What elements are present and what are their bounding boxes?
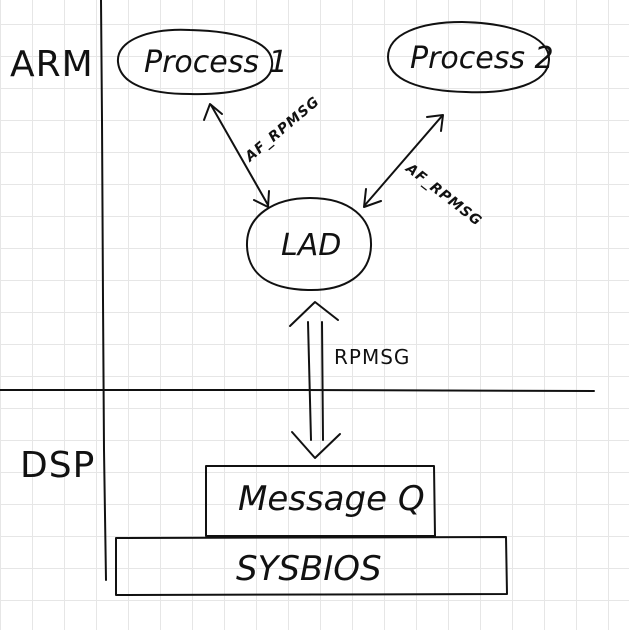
edge-label-rpmsg: RPMSG bbox=[334, 345, 410, 369]
process1-ellipse bbox=[116, 28, 274, 96]
process1-label: Process 1 bbox=[144, 45, 288, 80]
vertical-divider bbox=[100, 0, 107, 581]
horizontal-divider bbox=[0, 389, 595, 392]
double-arrow-left-shaft bbox=[307, 321, 312, 441]
sysbios-label: SYSBIOS bbox=[236, 549, 382, 589]
region-label-arm: ARM bbox=[10, 44, 94, 85]
edge-label-p2-lad: AF_RPMSG bbox=[402, 160, 485, 230]
double-arrow-right-shaft bbox=[321, 321, 324, 441]
arrow-p2-lad-head-bottom bbox=[363, 188, 382, 208]
arrow-p1-lad-head-bottom bbox=[253, 190, 270, 208]
messageq-box bbox=[205, 465, 436, 537]
sysbios-box bbox=[115, 536, 508, 596]
messageq-label: Message Q bbox=[238, 479, 425, 519]
region-label-dsp: DSP bbox=[20, 445, 95, 486]
lad-label: LAD bbox=[281, 228, 341, 263]
arrow-p1-lad bbox=[210, 104, 269, 206]
lad-ellipse bbox=[245, 197, 373, 292]
arrow-p2-lad bbox=[364, 115, 443, 206]
edge-label-p1-lad: AF_RPMSG bbox=[242, 94, 323, 166]
double-arrow-head-top bbox=[289, 301, 339, 327]
process2-ellipse bbox=[387, 21, 551, 94]
double-arrow-head-bottom bbox=[291, 431, 341, 459]
arrow-p2-lad-head-top bbox=[426, 114, 444, 132]
process2-label: Process 2 bbox=[410, 41, 554, 76]
arrow-p1-lad-head-top bbox=[203, 103, 223, 121]
